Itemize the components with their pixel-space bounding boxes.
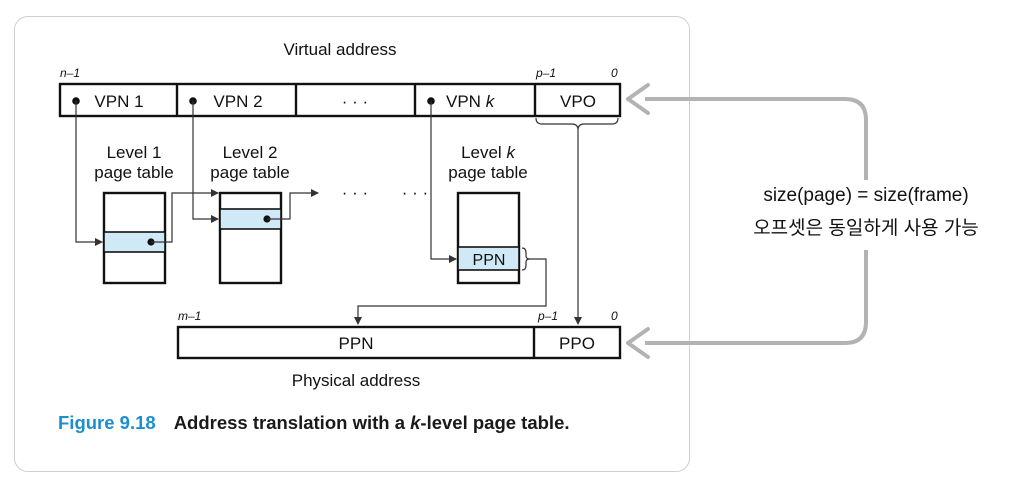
upper-arrow-head bbox=[626, 83, 650, 115]
level2-to-next-arrow bbox=[267, 189, 319, 220]
upper-annotation-arrow bbox=[645, 97, 868, 180]
va-bit-zero: 0 bbox=[611, 66, 618, 80]
virtual-address-register bbox=[58, 82, 622, 118]
pa-bit-zero: 0 bbox=[611, 309, 618, 323]
levelk-label: Level k bbox=[461, 143, 516, 162]
level1-sublabel: page table bbox=[94, 163, 173, 182]
level1-label: Level 1 bbox=[107, 143, 162, 162]
table-chain-dots-1: · · · bbox=[342, 183, 368, 202]
level2-label: Level 2 bbox=[223, 143, 278, 162]
virtual-address-title: Virtual address bbox=[283, 40, 396, 59]
lower-annotation-arrow bbox=[645, 250, 868, 345]
level1-to-level2-arrow bbox=[151, 189, 219, 243]
lower-arrow-head bbox=[626, 327, 650, 359]
va-bit-p-minus-1: p–1 bbox=[535, 66, 556, 80]
vpnk-to-levelk-arrow bbox=[430, 101, 457, 263]
va-bit-n-minus-1: n–1 bbox=[60, 66, 80, 80]
vpn2-field: VPN 2 bbox=[213, 92, 262, 111]
pa-bit-m-minus-1: m–1 bbox=[178, 309, 201, 323]
ppn-entry-brace bbox=[521, 247, 531, 271]
ppn-field: PPN bbox=[339, 334, 374, 353]
pa-bit-p-minus-1: p–1 bbox=[537, 309, 558, 323]
va-ellipsis-field: · · · bbox=[342, 92, 368, 111]
vpn1-field: VPN 1 bbox=[94, 92, 143, 111]
vpo-brace bbox=[535, 117, 619, 131]
vpnk-field: VPN k bbox=[446, 92, 496, 111]
table-chain-dots-2: · · · bbox=[402, 183, 428, 202]
levelk-sublabel: page table bbox=[448, 163, 527, 182]
ppn-to-physical-arrow bbox=[354, 258, 547, 325]
ppn-entry: PPN bbox=[473, 252, 506, 269]
levelk-page-table bbox=[456, 191, 521, 285]
note-offset-reuse: 오프셋은 동일하게 사용 가능 bbox=[753, 217, 979, 239]
vpn2-to-level2-arrow bbox=[192, 101, 219, 223]
level1-page-table bbox=[102, 191, 167, 285]
level2-page-table bbox=[218, 191, 283, 285]
physical-address-register bbox=[176, 325, 622, 360]
ppo-field: PPO bbox=[559, 334, 595, 353]
physical-address-title: Physical address bbox=[292, 371, 421, 390]
note-size-equality: size(page) = size(frame) bbox=[763, 185, 968, 206]
vpn1-to-level1-arrow bbox=[75, 101, 103, 246]
figure-number: Figure 9.18 bbox=[58, 412, 156, 433]
level2-sublabel: page table bbox=[210, 163, 289, 182]
vpo-field: VPO bbox=[560, 92, 596, 111]
